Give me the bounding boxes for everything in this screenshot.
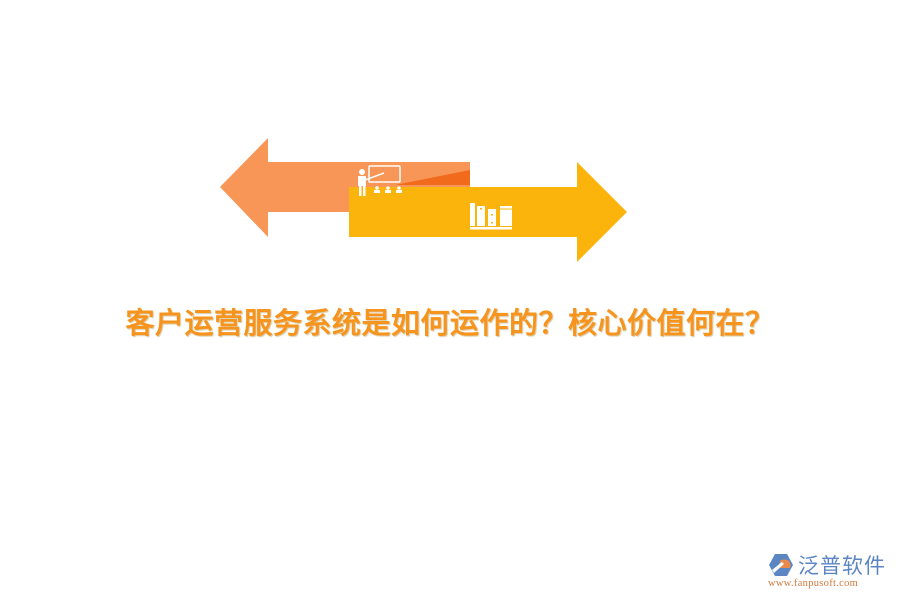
books-shelf-icon xyxy=(470,203,512,230)
double-arrow-graphic xyxy=(220,138,627,262)
fanpu-logo: 泛普软件 www.fanpusoft.com xyxy=(768,550,893,592)
teacher-presentation-icon xyxy=(358,165,402,196)
fanpu-logo-icon xyxy=(769,554,793,576)
left-arrow xyxy=(220,138,470,237)
page-title: 客户运营服务系统是如何运作的？核心价值何在？ xyxy=(125,306,775,340)
logo-url: www.fanpusoft.com xyxy=(768,578,859,589)
logo-brand-name: 泛普软件 xyxy=(798,554,886,578)
